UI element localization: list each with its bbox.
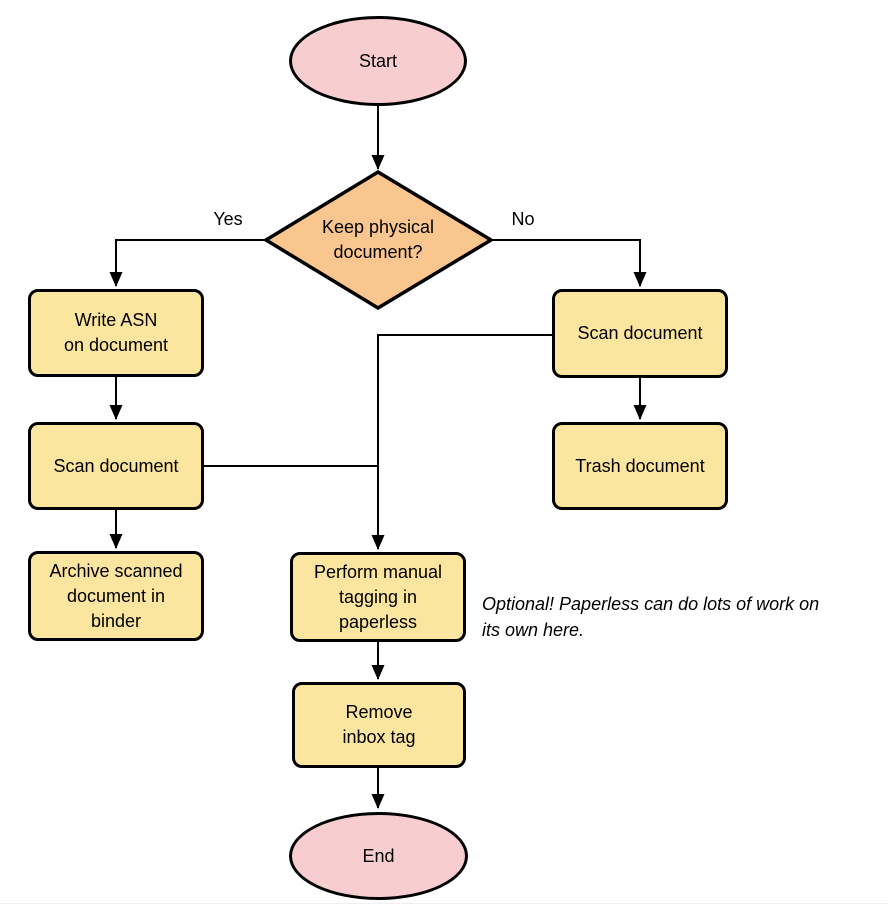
edge-decision-yes	[109, 239, 266, 287]
node-end: End	[289, 812, 468, 900]
optional-note: Optional! Paperless can do lots of work …	[482, 594, 820, 640]
node-scan-document-left: Scan document	[28, 422, 204, 510]
edge-scanright-to-tagging	[371, 334, 552, 550]
node-archive-document: Archive scanned document in binder	[28, 551, 204, 641]
edge-no-label: No	[511, 209, 535, 229]
node-scan-document-right: Scan document	[552, 289, 728, 378]
node-scan-document-right-label: Scan document	[577, 323, 703, 343]
edge-yes-label: Yes	[213, 209, 243, 229]
node-write-asn-label: Write ASN on document	[63, 310, 169, 355]
node-trash-document: Trash document	[552, 422, 728, 510]
node-archive-document-label: Archive scanned document in binder	[49, 560, 183, 631]
node-manual-tagging: Perform manual tagging in paperless	[290, 552, 466, 642]
node-trash-document-label: Trash document	[575, 455, 705, 476]
page-bottom-divider	[0, 903, 888, 904]
node-manual-tagging-label: Perform manual tagging in paperless	[313, 561, 443, 632]
node-end-label: End	[362, 845, 395, 866]
node-start-label: Start	[358, 50, 397, 71]
node-scan-document-left-label: Scan document	[53, 455, 179, 476]
node-decision-label: Keep physical document?	[321, 217, 435, 262]
edge-decision-no	[491, 239, 647, 287]
node-start: Start	[289, 16, 467, 106]
decision-diamond-shape	[262, 169, 495, 311]
node-remove-inbox-tag: Remove inbox tag	[292, 682, 466, 768]
node-write-asn: Write ASN on document	[28, 289, 204, 377]
node-remove-inbox-tag-label: Remove inbox tag	[342, 702, 416, 747]
